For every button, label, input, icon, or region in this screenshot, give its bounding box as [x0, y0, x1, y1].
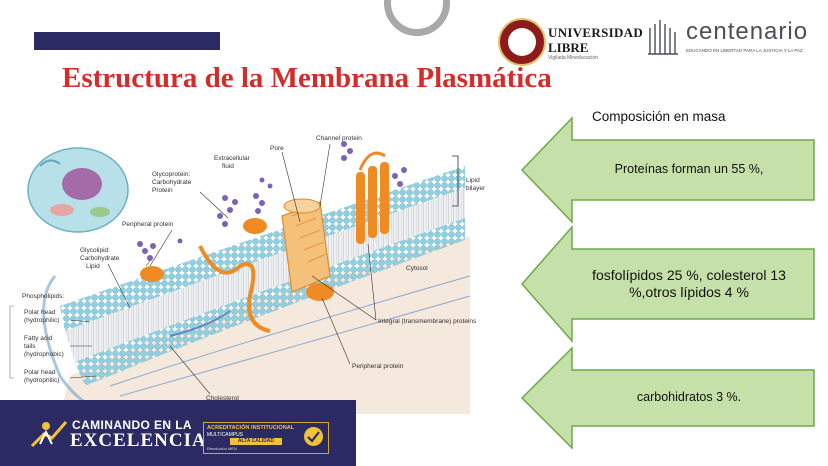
slide-title: Estructura de la Membrana Plasmática [62, 62, 552, 94]
label-glycoprotein-3: Protein [152, 187, 173, 194]
label-peripheral-protein-top: Peripheral protein [122, 221, 174, 228]
banner-line-1: CAMINANDO EN LA [72, 418, 192, 432]
cytosol-region [60, 236, 470, 414]
label-extracellular-2: fluid [222, 163, 234, 170]
university-tagline: Vigilada Mineducación [548, 55, 598, 61]
label-lipid-bilayer-1: Lipid [466, 177, 480, 184]
composition-heading: Composición en masa [592, 109, 726, 124]
label-fatty-acid-1: Fatty acid [24, 335, 53, 342]
label-extracellular-1: Extracellular [214, 155, 251, 162]
integral-protein-right [356, 162, 389, 244]
centenario-logo: centenario EDUCANDO EN LIBERTAD PARA LA … [646, 14, 826, 60]
university-seal-icon [498, 18, 546, 66]
label-cholesterol: Cholesterol [206, 395, 239, 402]
label-polar-head-1b: (hydrophilic) [24, 317, 59, 324]
label-glycolipid-1: Glycolipid: [80, 247, 110, 254]
header-accent-bar [34, 32, 220, 50]
cell-illustration [27, 147, 129, 233]
peripheral-protein-bottom [306, 283, 334, 301]
membrane-proteins [140, 151, 389, 337]
climbing-figure-icon [30, 421, 68, 448]
accreditation-line-3: ALTA CALIDAD [230, 438, 282, 445]
label-integral-proteins: Integral (transmembrane) proteins [378, 318, 477, 325]
label-polar-head-1a: Polar head [24, 309, 56, 316]
label-glycoprotein-1: Glycoprotein: [152, 171, 190, 178]
accreditation-line-1: ACREDITACIÓN INSTITUCIONAL [207, 425, 295, 431]
label-peripheral-protein-bottom: Peripheral protein [352, 363, 404, 370]
label-channel-protein: Channel protein [316, 135, 362, 142]
label-phospholipids: Phospholipids: [22, 293, 64, 300]
decorative-ring [384, 0, 450, 36]
label-fatty-acid-3: (hydrophobic) [24, 351, 64, 358]
composition-arrow-2: fosfolípidos 25 %, colesterol 13 %,otros… [520, 225, 816, 343]
label-lipid-bilayer-2: bilayer [466, 185, 486, 192]
centenario-name: centenario [686, 18, 809, 45]
composition-arrow-3: carbohidratos 3 %. [520, 346, 816, 450]
checkmark-icon [304, 427, 323, 446]
composition-item-1: Proteínas forman un 55 %, [614, 162, 764, 177]
left-arrow-shape-3 [520, 346, 815, 450]
composition-item-2: fosfolípidos 25 %, colesterol 13 %,otros… [592, 266, 786, 301]
membrane-diagram: Channel protein Pore Extracellular fluid… [0, 126, 510, 414]
glycoprotein-strand [198, 245, 271, 333]
university-name-line1: UNIVERSIDAD [548, 25, 644, 40]
universidad-libre-logo: UNIVERSIDAD LIBRE Vigilada Mineducación [498, 18, 643, 68]
label-polar-head-2a: Polar head [24, 369, 56, 376]
inner-head-layer [75, 218, 465, 386]
label-pore: Pore [270, 145, 284, 152]
accreditation-line-2: MULTICAMPUS [207, 432, 244, 438]
centenario-tagline: EDUCANDO EN LIBERTAD PARA LA JUSTICIA Y … [686, 48, 803, 53]
label-glycolipid-2: Carbohydrate [80, 255, 120, 262]
banner-line-2: EXCELENCIA [70, 430, 207, 451]
label-polar-head-2b: (hydrophilic) [24, 377, 59, 384]
university-name-line2: LIBRE [548, 40, 589, 55]
left-arrow-shape-1 [520, 116, 815, 224]
peripheral-protein-top [140, 266, 164, 282]
label-glycolipid-3: Lipid [86, 263, 100, 270]
label-fatty-acid-2: tails [24, 343, 36, 350]
accreditation-badge: ACREDITACIÓN INSTITUCIONAL MULTICAMPUS A… [203, 422, 329, 454]
accreditation-line-4: Resolución MEN [207, 446, 237, 451]
composition-arrow-1: Proteínas forman un 55 %, [520, 116, 816, 224]
label-glycoprotein-2: Carbohydrate [152, 179, 192, 186]
columns-icon [648, 20, 678, 55]
composition-item-3: carbohidratos 3 %. [636, 390, 742, 405]
carbohydrate-chains [137, 141, 407, 261]
label-cytosol: Cytosol [406, 265, 428, 272]
left-arrow-shape-2 [521, 225, 815, 343]
